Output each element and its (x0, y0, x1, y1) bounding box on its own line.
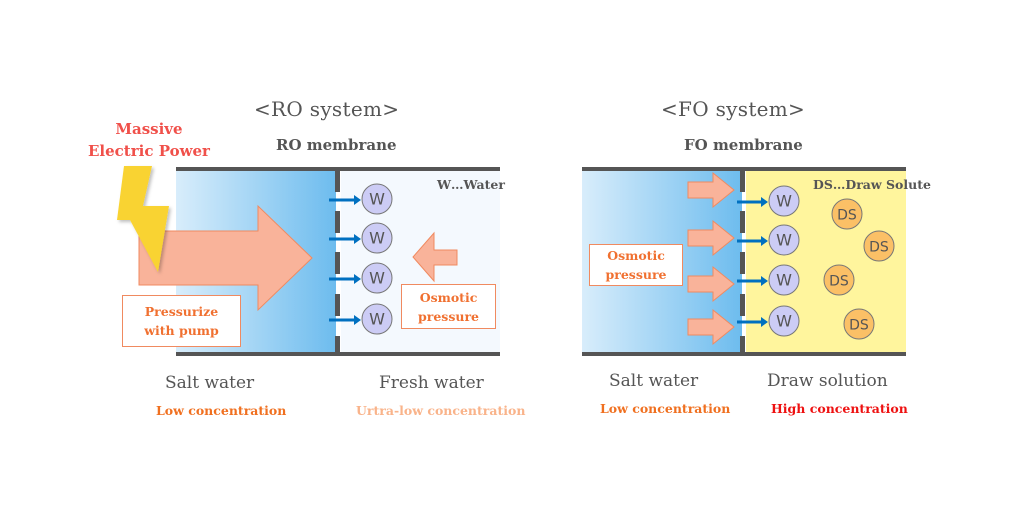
ro-water-molecule: W (361, 262, 393, 294)
fo-osmotic-arrow (687, 265, 735, 303)
fo-legend: DS…Draw Solute (813, 177, 931, 192)
ro-water-molecule-label: W (369, 229, 385, 248)
draw-solute-molecule-label: DS (837, 208, 857, 224)
electric-power-label-line2: Electric Power (88, 142, 210, 160)
draw-solute-molecule-label: DS (849, 318, 869, 334)
fo-water-molecule-label: W (776, 231, 792, 250)
draw-solute-molecule: DS (823, 264, 855, 296)
ro-water-molecule: W (361, 303, 393, 335)
ro-membrane (335, 170, 340, 353)
fo-title: <FO system> (661, 97, 806, 121)
draw-solute-molecule-circle (843, 308, 875, 340)
fo-water-molecule-label: W (776, 312, 792, 331)
draw-solute-molecule-label: DS (869, 240, 889, 256)
fo-salt-water-label: Salt water (609, 371, 699, 391)
fo-water-molecule: W (768, 224, 800, 256)
pump-callout-line1: Pressurize (144, 304, 219, 319)
fo-bottom-wall (582, 352, 906, 356)
fo-water-molecule-circle (768, 224, 800, 256)
ro-water-flow-arrow-head (354, 315, 361, 325)
ro-fresh-water-concentration: Urtra-low concentration (356, 403, 526, 418)
ro-water-molecule-label: W (369, 190, 385, 209)
fo-water-molecule: W (768, 185, 800, 217)
fo-water-molecule-label: W (776, 271, 792, 290)
fo-osmotic-arrow (687, 219, 735, 257)
ro-water-molecule-circle (361, 303, 393, 335)
lightning-bolt-icon (117, 166, 169, 272)
ro-water-flow-arrow-head (354, 234, 361, 244)
fo-water-flow-arrow-head (761, 236, 768, 246)
draw-solute-molecule-circle (823, 264, 855, 296)
draw-solute-molecule: DS (831, 198, 863, 230)
electric-power-label: Massive Electric Power (88, 118, 210, 162)
ro-salt-water-label: Salt water (165, 373, 255, 393)
fo-draw-solution-label: Draw solution (767, 371, 888, 391)
fo-osmotic-callout-line2: pressure (605, 267, 667, 282)
ro-osmotic-callout-line1: Osmotic (419, 289, 478, 305)
ro-water-molecule: W (361, 222, 393, 254)
ro-water-molecule-circle (361, 222, 393, 254)
ro-osmotic-callout: Osmotic pressure (401, 284, 496, 329)
fo-water-molecule-circle (768, 185, 800, 217)
fo-water-flow-arrow-head (761, 317, 768, 327)
ro-top-wall (176, 167, 500, 171)
fo-top-wall (582, 167, 906, 171)
fo-osmotic-callout-line1: Osmotic (607, 248, 665, 263)
fo-salt-water-concentration: Low concentration (600, 401, 731, 416)
ro-water-molecule-label: W (369, 269, 385, 288)
draw-solute-molecule-circle (831, 198, 863, 230)
fo-osmotic-arrow (687, 308, 735, 346)
ro-salt-water-concentration: Low concentration (156, 403, 287, 418)
draw-solute-molecule-circle (863, 230, 895, 262)
ro-water-flow-arrow-head (354, 195, 361, 205)
ro-legend: W…Water (437, 177, 505, 192)
ro-title: <RO system> (254, 97, 400, 121)
fo-water-flow-arrow-head (761, 276, 768, 286)
ro-water-molecule: W (361, 183, 393, 215)
fo-water-molecule-circle (768, 305, 800, 337)
pump-callout: Pressurize with pump (122, 295, 241, 347)
ro-water-flow-arrow-head (354, 274, 361, 284)
pump-callout-line2: with pump (144, 323, 219, 338)
ro-bottom-wall (176, 352, 500, 356)
fo-water-flow-arrow-head (761, 197, 768, 207)
fo-membrane-label: FO membrane (684, 136, 803, 154)
ro-osmotic-callout-line2: pressure (418, 308, 479, 324)
fo-membrane (740, 170, 745, 353)
draw-solute-molecule-label: DS (829, 274, 849, 290)
ro-water-molecule-circle (361, 183, 393, 215)
fo-water-molecule: W (768, 264, 800, 296)
fo-water-molecule-circle (768, 264, 800, 296)
ro-osmotic-arrow (412, 231, 458, 283)
draw-solute-molecule: DS (843, 308, 875, 340)
ro-water-molecule-label: W (369, 310, 385, 329)
electric-power-label-line1: Massive (115, 120, 183, 138)
ro-water-molecule-circle (361, 262, 393, 294)
pressure-arrow (138, 204, 313, 312)
fo-osmotic-callout: Osmotic pressure (589, 244, 683, 286)
fo-water-molecule: W (768, 305, 800, 337)
ro-fresh-water-label: Fresh water (379, 373, 484, 393)
fo-draw-solution-concentration: High concentration (771, 401, 908, 416)
ro-membrane-label: RO membrane (276, 136, 397, 154)
fo-osmotic-arrow (687, 171, 735, 209)
fo-water-molecule-label: W (776, 192, 792, 211)
draw-solute-molecule: DS (863, 230, 895, 262)
